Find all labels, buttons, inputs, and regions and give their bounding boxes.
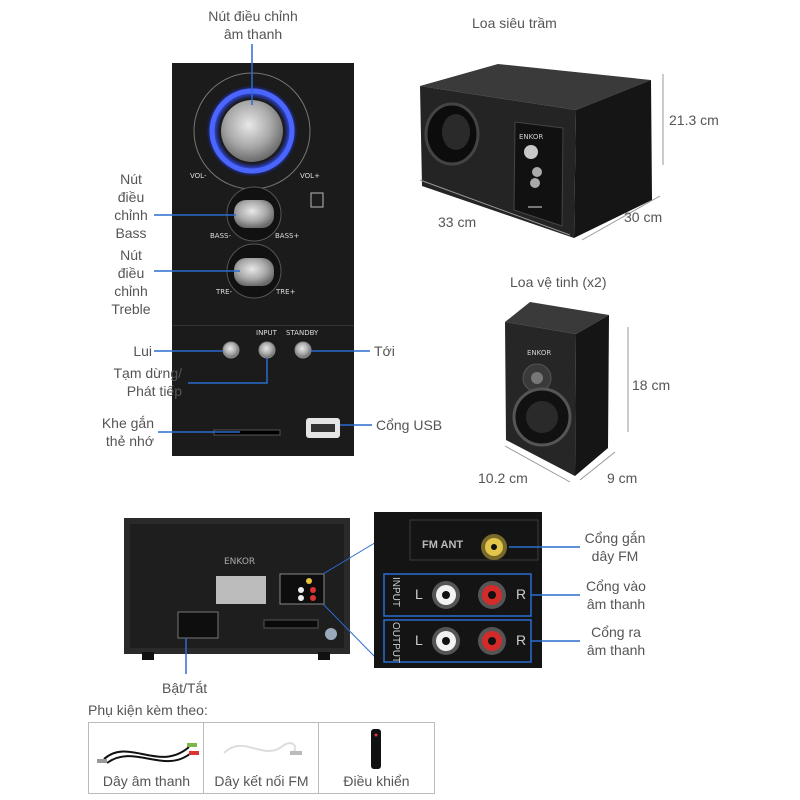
volume-knob-label: Nút điều chỉnh âm thanh: [190, 7, 316, 43]
bass-label-line: điều: [117, 189, 145, 205]
audio-input-line: Cổng vào: [586, 578, 646, 594]
treble-label-line: chỉnh: [114, 283, 148, 299]
volume-label-line2: âm thanh: [223, 26, 283, 42]
subwoofer-brand: ENKOR: [519, 133, 544, 141]
output-right-label: R: [516, 632, 527, 648]
output-left-label: L: [415, 632, 423, 648]
audio-output-label: Cổng ra âm thanh: [580, 623, 652, 659]
tre-plus: TRE+: [276, 288, 296, 296]
input-group-label: INPUT: [390, 577, 401, 607]
accessory-audio-cable: Dây âm thanh: [88, 722, 205, 794]
fm-port-line: Cổng gắn: [584, 530, 646, 546]
satellite-width: 10.2 cm: [478, 470, 528, 486]
volume-label-line1: Nút điều chỉnh: [208, 8, 298, 24]
output-group-label: OUTPUT: [390, 622, 401, 664]
next-label: Tới: [374, 343, 395, 359]
accessories-heading: Phụ kiện kèm theo:: [88, 702, 208, 718]
audio-input-line: âm thanh: [586, 596, 646, 612]
remote-control-icon: [371, 729, 381, 769]
subwoofer-title: Loa siêu trầm: [472, 15, 557, 31]
satellite-brand: ENKOR: [527, 349, 552, 357]
card-slot-label: Khe gắn thẻ nhớ: [84, 414, 154, 450]
treble-label-line: Treble: [111, 301, 151, 317]
audio-cable-icon: [97, 743, 199, 764]
rear-brand: ENKOR: [224, 557, 256, 567]
treble-knob-label: Nút điều chỉnh Treble: [100, 246, 162, 318]
fm-port-line: dây FM: [591, 548, 639, 564]
play-pause-line: Tạm dừng/: [113, 365, 182, 381]
accessory-remote: Điều khiển: [318, 722, 435, 794]
play-pause-line: Phát tiếp: [126, 383, 182, 399]
audio-output-line: Cổng ra: [591, 624, 641, 640]
card-slot-line: Khe gắn: [101, 415, 154, 431]
satellite-depth: 9 cm: [607, 470, 638, 486]
treble-label-line: điều: [117, 265, 145, 281]
audio-input-label: Cổng vào âm thanh: [580, 577, 652, 613]
tre-minus: TRE-: [216, 288, 233, 296]
play-pause-label: Tạm dừng/ Phát tiếp: [70, 364, 182, 400]
prev-label: Lui: [133, 343, 152, 359]
vol-minus: VOL-: [190, 172, 207, 180]
bass-label-line: chỉnh: [114, 207, 148, 223]
card-slot-line: thẻ nhớ: [105, 433, 154, 449]
bass-minus: BASS-: [210, 232, 232, 240]
subwoofer-height: 21.3 cm: [669, 112, 719, 128]
bass-label-line: Nút: [120, 171, 142, 187]
treble-label-line: Nút: [120, 247, 142, 263]
usb-label: Cổng USB: [376, 417, 443, 433]
bass-plus: BASS+: [275, 232, 300, 240]
accessory-label: Dây kết nối FM: [214, 773, 309, 789]
audio-output-line: âm thanh: [586, 642, 646, 658]
bass-label-line: Bass: [115, 225, 147, 241]
satellite-height: 18 cm: [632, 377, 671, 393]
panel-divider: [172, 325, 354, 326]
input-button-label: INPUT: [256, 329, 277, 337]
satellite-title: Loa vệ tinh (x2): [510, 274, 607, 290]
bass-knob-label: Nút điều chỉnh Bass: [100, 170, 162, 242]
subwoofer-depth: 30 cm: [624, 209, 663, 225]
fm-port-label: Cổng gắn dây FM: [580, 529, 650, 565]
input-left-label: L: [415, 586, 423, 602]
fm-cable-icon: [223, 742, 302, 755]
power-switch-label: Bật/Tắt: [162, 680, 208, 696]
fm-ant-label: FM ANT: [422, 539, 464, 551]
subwoofer-width: 33 cm: [438, 214, 477, 230]
standby-button-label: STANDBY: [286, 329, 319, 337]
accessory-fm-cable: Dây kết nối FM: [203, 722, 320, 794]
vol-plus: VOL+: [300, 172, 320, 180]
accessory-label: Điều khiển: [343, 773, 410, 789]
input-right-label: R: [516, 586, 527, 602]
accessory-label: Dây âm thanh: [102, 773, 191, 789]
